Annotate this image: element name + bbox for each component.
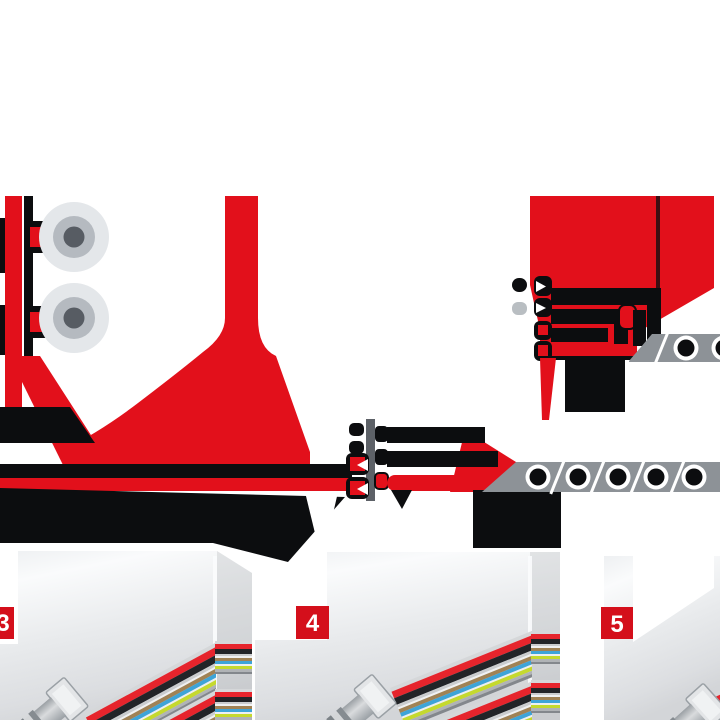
red-tail [540,358,556,420]
loose-pin-black [512,278,527,292]
bulkhead-pin-2 [349,441,364,454]
cable-lbend-2 [551,309,628,356]
product-card-5 [604,552,720,720]
badge-3: 3 [0,607,14,639]
badge-4-label: 4 [306,610,320,637]
badge-4: 4 [296,606,329,639]
frame-clips [534,276,552,361]
bulkhead-connector-panel [346,419,389,501]
bed-right-block [473,490,561,548]
upper-energy-chain [629,331,720,365]
bulkhead-pin-1 [349,423,364,436]
bulkhead-red-clip-1 [346,453,369,475]
motor-pulley-bottom [39,283,109,353]
lower-energy-chain [482,459,720,495]
product-card-3 [0,548,252,720]
frame-black-block [565,358,625,412]
badge-5: 5 [601,607,633,639]
product-card-4 [255,552,560,720]
center-column [63,196,310,465]
cable-lbend-1 [551,288,661,352]
long-red-cable [0,478,352,491]
badge-5-label: 5 [610,611,623,638]
left-cable-step [0,407,95,443]
card-3-side-face [217,551,252,720]
motor-pulley-top [39,202,109,272]
right-frame-block [512,196,714,420]
loose-pin-gray [512,302,527,315]
bulkhead-red-clip-2 [346,477,369,499]
long-black-cable [0,464,352,478]
bulkhead-base-wedge [391,490,412,509]
bed-white-notch [305,492,338,562]
left-mount-rail [0,196,33,408]
bulkhead-right-cables [387,427,516,492]
machine-bed [0,488,345,562]
card-5-white-notch [633,552,714,642]
badge-3-label: 3 [0,610,10,637]
